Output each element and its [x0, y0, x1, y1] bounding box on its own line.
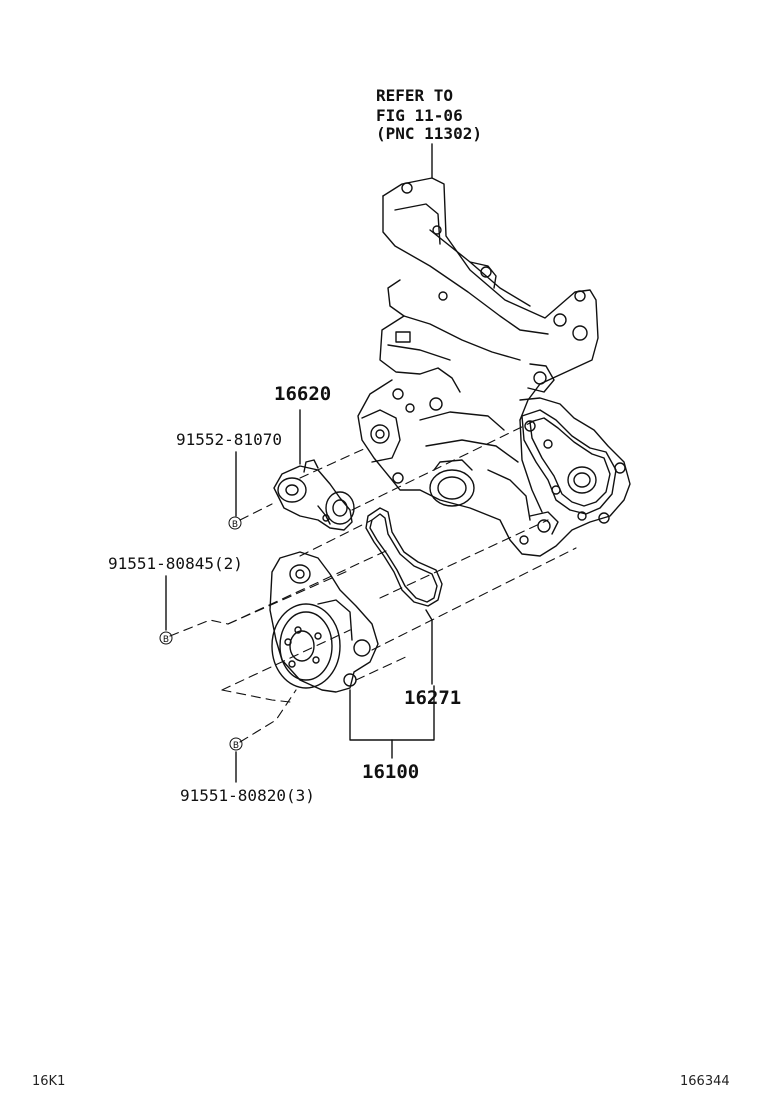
marker-b-1: B [228, 516, 242, 530]
marker-b-2: B [159, 631, 173, 645]
leader-lines [165, 143, 435, 783]
part-label-91551-80845[interactable]: 91551-80845(2) [108, 554, 243, 573]
marker-b-3-label: B [233, 741, 239, 751]
timing-cover [357, 177, 631, 557]
water-pump [269, 551, 379, 693]
reference-note-line2: FIG 11-06 [376, 106, 463, 125]
marker-b-1-label: B [232, 520, 238, 530]
reference-note-line1: REFER TO [376, 86, 454, 105]
part-label-16100[interactable]: 16100 [362, 761, 420, 783]
assembly-lines [169, 419, 577, 743]
reference-note-line3: (PNC 11302) [376, 124, 482, 143]
idler-pulley [273, 459, 355, 531]
marker-b-2-label: B [163, 635, 169, 645]
part-label-16271[interactable]: 16271 [404, 687, 462, 709]
footer-left-code: 16K1 [32, 1074, 66, 1089]
gasket [365, 507, 443, 607]
part-label-91552-81070[interactable]: 91552-81070 [176, 430, 282, 449]
footer-right-code: 166344 [680, 1074, 730, 1089]
part-label-91551-80820[interactable]: 91551-80820(3) [180, 786, 315, 805]
marker-b-3: B [229, 737, 243, 751]
part-label-16620[interactable]: 16620 [274, 383, 332, 405]
